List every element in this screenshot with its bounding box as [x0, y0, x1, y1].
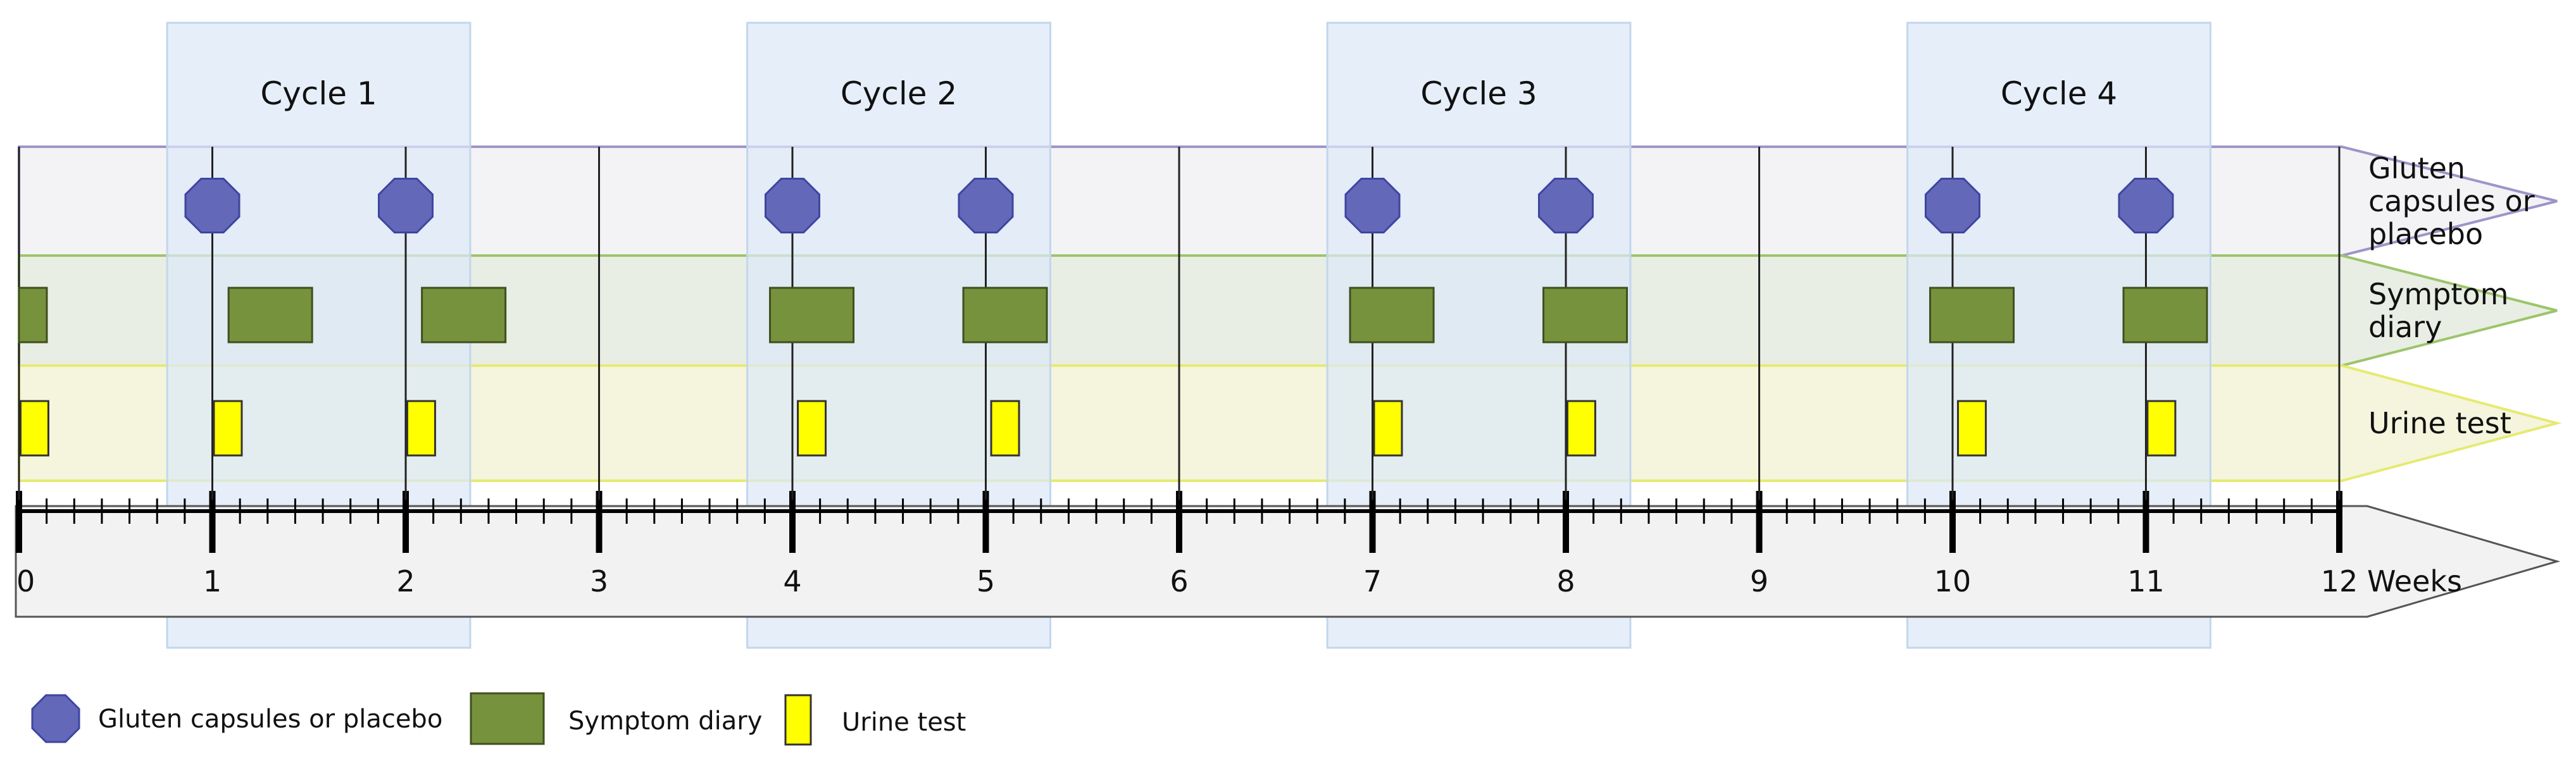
axis-tick-label: 4	[783, 564, 801, 598]
axis-tick-label: 5	[977, 564, 995, 598]
legend-diary-label: Symptom diary	[568, 707, 762, 736]
gluten-capsule-marker	[958, 178, 1014, 233]
axis-tick-label: 8	[1556, 564, 1575, 598]
urine-test-marker	[2146, 400, 2177, 457]
urine-test-marker	[213, 400, 243, 457]
gluten-capsule-marker	[1538, 178, 1594, 233]
symptom-diary-marker	[2122, 287, 2208, 343]
axis-tick-label: 9	[1750, 564, 1768, 598]
urine-test-marker	[19, 400, 49, 457]
gluten-capsule-marker	[1925, 178, 1980, 233]
axis-tick-label: 11	[2127, 564, 2165, 598]
gluten-capsule-marker	[184, 178, 241, 233]
row-label-urine: Urine test	[2368, 406, 2511, 440]
symptom-diary-marker	[18, 287, 48, 343]
symptom-diary-marker	[1542, 287, 1629, 343]
cycle-label-2: Cycle 2	[841, 75, 957, 112]
urine-test-marker	[406, 400, 436, 457]
cycle-label-3: Cycle 3	[1420, 75, 1537, 112]
legend-urine-icon	[784, 694, 812, 746]
axis-tick-label: 2	[396, 564, 415, 598]
row-label-diary: Symptom	[2368, 277, 2508, 311]
gluten-capsule-marker	[1344, 178, 1401, 233]
axis-tick-label: 10	[1934, 564, 1972, 598]
symptom-diary-marker	[1349, 287, 1435, 343]
symptom-diary-marker	[1929, 287, 2015, 343]
symptom-diary-marker	[421, 287, 507, 343]
urine-test-marker	[990, 400, 1020, 457]
legend-diary-icon	[470, 692, 545, 745]
cycle-label-1: Cycle 1	[260, 75, 377, 112]
urine-test-marker	[797, 400, 827, 457]
symptom-diary-marker	[769, 287, 855, 343]
row-label-gluten: capsules or	[2368, 184, 2535, 218]
symptom-diary-marker	[227, 287, 313, 343]
row-label-gluten: placebo	[2368, 217, 2483, 251]
legend: Gluten capsules or placebo Symptom diary U…	[31, 692, 966, 746]
gluten-capsule-marker	[378, 178, 434, 233]
axis-tick-label: 6	[1170, 564, 1188, 598]
axis-tick-label: 7	[1363, 564, 1382, 598]
legend-gluten-label: Gluten capsules or placebo	[98, 705, 442, 734]
event-markers	[18, 178, 2208, 457]
row-label-gluten: Gluten	[2368, 151, 2465, 185]
axis-band	[15, 505, 2561, 618]
gluten-capsule-marker	[765, 178, 820, 233]
urine-test-marker	[1566, 400, 1596, 457]
legend-gluten-icon	[31, 694, 80, 743]
urine-test-marker	[1373, 400, 1403, 457]
axis-tick-label: 12	[2321, 564, 2358, 598]
axis-unit-label: Weeks	[2367, 564, 2462, 598]
axis-tick-label: 1	[203, 564, 222, 598]
cycle-label-4: Cycle 4	[2001, 75, 2117, 112]
row-label-diary: diary	[2368, 310, 2442, 344]
axis-tick-label: 0	[16, 564, 35, 598]
urine-test-marker	[1957, 400, 1987, 457]
gluten-capsule-marker	[2118, 178, 2174, 233]
legend-urine-label: Urine test	[842, 708, 966, 737]
symptom-diary-marker	[962, 287, 1048, 343]
axis-tick-label: 3	[590, 564, 608, 598]
